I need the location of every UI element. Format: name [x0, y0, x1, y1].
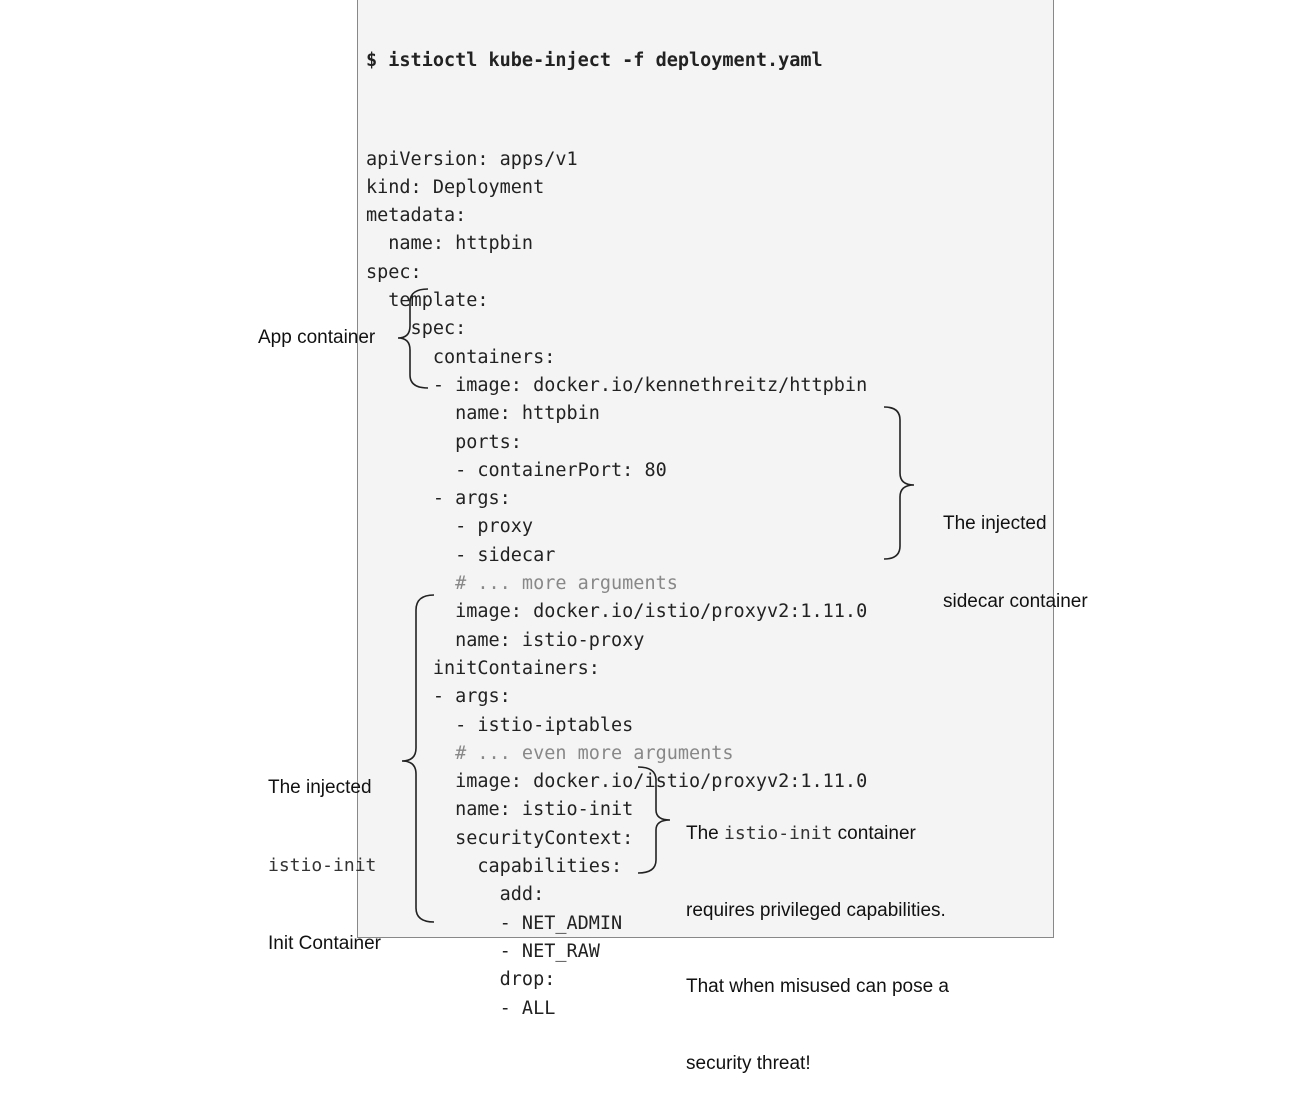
yaml-line: capabilities: [366, 856, 623, 878]
code-block: $ istioctl kube-inject -f deployment.yam… [366, 5, 867, 1044]
yaml-line: name: istio-proxy [366, 629, 645, 651]
yaml-line: spec: [366, 261, 422, 283]
sidecar-label-line-2: sidecar container [943, 591, 1088, 612]
yaml-line: - NET_ADMIN [366, 912, 623, 934]
yaml-line: ports: [366, 431, 522, 453]
sidecar-brace [883, 406, 915, 560]
sidecar-label: The injected sidecar container [943, 459, 1088, 641]
yaml-line: image: docker.io/istio/proxyv2:1.11.0 [366, 771, 868, 793]
yaml-line: containers: [366, 346, 556, 368]
yaml-line: metadata: [366, 205, 467, 227]
app-container-label: App container [258, 327, 376, 348]
privileged-note-line-3: That when misused can pose a [686, 976, 949, 997]
yaml-content: apiVersion: apps/v1 kind: Deployment metad… [366, 117, 867, 1023]
yaml-line: kind: Deployment [366, 176, 545, 198]
privileged-note-line-2: requires privileged capabilities. [686, 899, 946, 921]
init-container-brace [401, 594, 435, 923]
privileged-note-line-1: The istio-init container [686, 821, 949, 847]
yaml-line: - image: docker.io/kennethreitz/httpbin [366, 374, 868, 396]
brace-overlay [397, 288, 915, 923]
privileged-note-suffix: container [832, 823, 916, 844]
app-container-brace [397, 288, 429, 389]
yaml-line: add: [366, 884, 545, 906]
yaml-line: name: istio-init [366, 799, 634, 821]
yaml-line: initContainers: [366, 657, 600, 679]
command-line: $ istioctl kube-inject -f deployment.yam… [366, 50, 823, 71]
yaml-line: - containerPort: 80 [366, 459, 667, 481]
capabilities-brace [637, 766, 671, 874]
yaml-comment-line: # ... even more arguments [366, 742, 734, 764]
yaml-line: image: docker.io/istio/proxyv2:1.11.0 [366, 601, 868, 623]
code-panel [357, 0, 1054, 938]
init-label-line-3: Init Container [268, 933, 382, 954]
privileged-note-prefix: The [686, 823, 725, 844]
init-label-line-1: The injected [268, 777, 372, 798]
yaml-line: - args: [366, 488, 511, 510]
yaml-line: spec: [366, 318, 467, 340]
sidecar-label-line-1: The injected [943, 513, 1047, 534]
privileged-note: The istio-init container requires privil… [686, 770, 949, 1102]
yaml-line: securityContext: [366, 827, 634, 849]
yaml-line: - istio-iptables [366, 714, 634, 736]
yaml-comment-line: # ... more arguments [366, 573, 678, 595]
yaml-line: apiVersion: apps/v1 [366, 148, 578, 170]
init-label-code: istio-init [268, 855, 377, 876]
yaml-line: name: httpbin [366, 233, 534, 255]
privileged-note-line-4: security threat! [686, 1052, 811, 1074]
yaml-line: name: httpbin [366, 403, 600, 425]
yaml-line: - proxy [366, 516, 534, 538]
init-container-label: The injected istio-init Init Container [268, 723, 381, 983]
yaml-line: - args: [366, 686, 511, 708]
yaml-line: template: [366, 290, 489, 312]
privileged-note-code: istio-init [724, 823, 833, 844]
yaml-line: - sidecar [366, 544, 556, 566]
